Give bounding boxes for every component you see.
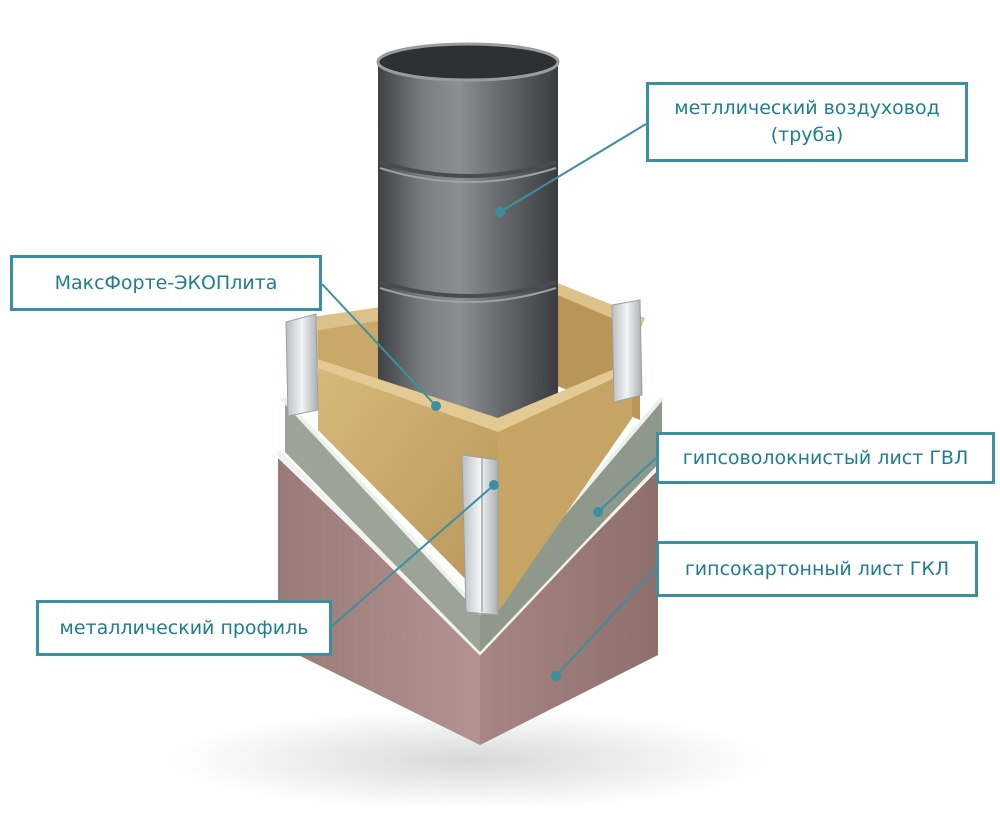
leader-profile-dot [489,480,499,490]
pipe-seam-lower [379,280,557,298]
pipe-seam-upper-hl [379,167,557,183]
label-metal-duct-line1: метллический воздуховод [674,97,940,119]
metal-profile-back-right [611,299,643,403]
metal-profile-front [461,454,499,616]
leader-profile [331,484,495,627]
label-insulation-slab-text: МаксФорте-ЭКОПлита [54,271,278,294]
label-metal-duct-line2: (труба) [770,124,844,146]
leader-duct [499,123,647,213]
leader-gvl-dot [593,507,603,517]
metal-profile-back-left [285,313,319,417]
label-metal-profile-text: металлический профиль [59,616,309,639]
leader-slab [321,283,437,407]
pipe-body [378,62,558,442]
label-gvl-sheet-text: гипсоволокнистый лист ГВЛ [682,446,969,469]
ground-shadow [170,710,770,810]
gkl-sheet-left [278,458,480,745]
insulation-top-front [305,355,640,432]
leader-gkl-dot [551,671,561,681]
leader-gvl [597,457,657,513]
label-gvl-sheet: гипсоволокнистый лист ГВЛ [656,432,995,484]
insulation-front-right [498,368,632,612]
gvl-sheet-left [285,398,480,652]
pipe-seam-upper [379,160,557,178]
label-gkl-sheet-text: гипсокартонный лист ГКЛ [684,557,950,580]
label-metal-duct: метллический воздуховод (труба) [646,82,968,162]
leader-lines [321,123,657,681]
pipe-seam-lower-hl [379,287,557,303]
pipe-top-inner [378,44,558,80]
leader-gkl [555,567,657,677]
gvl-sheet-right [480,398,662,652]
insulation-front-left [318,365,498,612]
label-gkl-sheet: гипсокартонный лист ГКЛ [656,541,978,597]
leader-slab-dot [431,401,441,411]
label-insulation-slab: МаксФорте-ЭКОПлита [10,255,322,311]
label-metal-profile: металлический профиль [36,600,332,656]
pipe-top-rim [376,42,560,82]
gkl-sheet-right [480,470,658,745]
leader-duct-dot [495,207,505,217]
